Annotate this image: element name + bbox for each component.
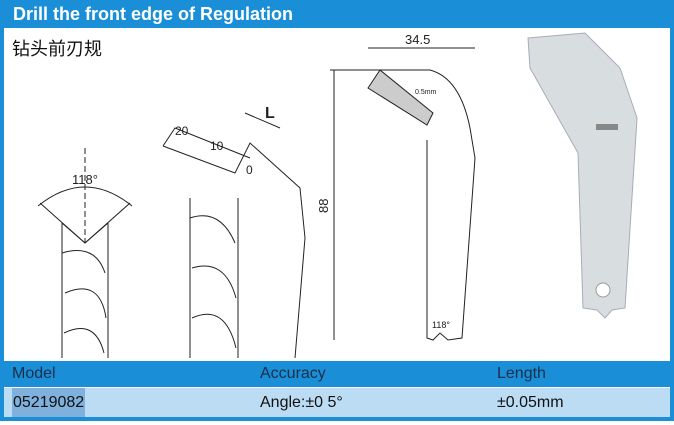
page-title: Drill the front edge of Regulation xyxy=(13,4,293,24)
drill-diagram: 118° xyxy=(37,148,133,358)
width-label: 34.5 xyxy=(405,32,430,47)
column-model: Model xyxy=(12,365,56,382)
gauge-illustration: 118° 20 10 0 L 34.5 88 118° 0.5mm xyxy=(37,32,638,359)
table-header: Model Accuracy Length xyxy=(4,361,670,387)
column-length: Length xyxy=(497,365,546,382)
height-label: 88 xyxy=(316,199,331,213)
scale-10: 10 xyxy=(210,139,224,153)
chinese-subtitle: 钻头前刃规 xyxy=(12,39,102,59)
angle-label: 118° xyxy=(72,172,98,187)
scale-20: 20 xyxy=(175,124,189,138)
scale-0: 0 xyxy=(246,163,253,177)
length-value: ±0.05mm xyxy=(497,394,564,411)
column-accuracy: Accuracy xyxy=(260,365,326,382)
table-row: 05219082 Angle:±0 5° ±0.05mm xyxy=(4,388,670,417)
gauge-dimension-drawing: 34.5 88 118° 0.5mm xyxy=(316,32,476,341)
accuracy-value: Angle:±0 5° xyxy=(260,394,343,411)
bottom-angle-label: 118° xyxy=(432,320,450,330)
length-label: L xyxy=(265,105,275,122)
gauge-photo xyxy=(527,32,638,319)
title-bar: Drill the front edge of Regulation xyxy=(0,0,674,28)
resolution-label: 0.5mm xyxy=(415,89,437,96)
drill-with-gauge-diagram: 20 10 0 L xyxy=(162,105,306,359)
model-value[interactable]: 05219082 xyxy=(12,388,86,417)
